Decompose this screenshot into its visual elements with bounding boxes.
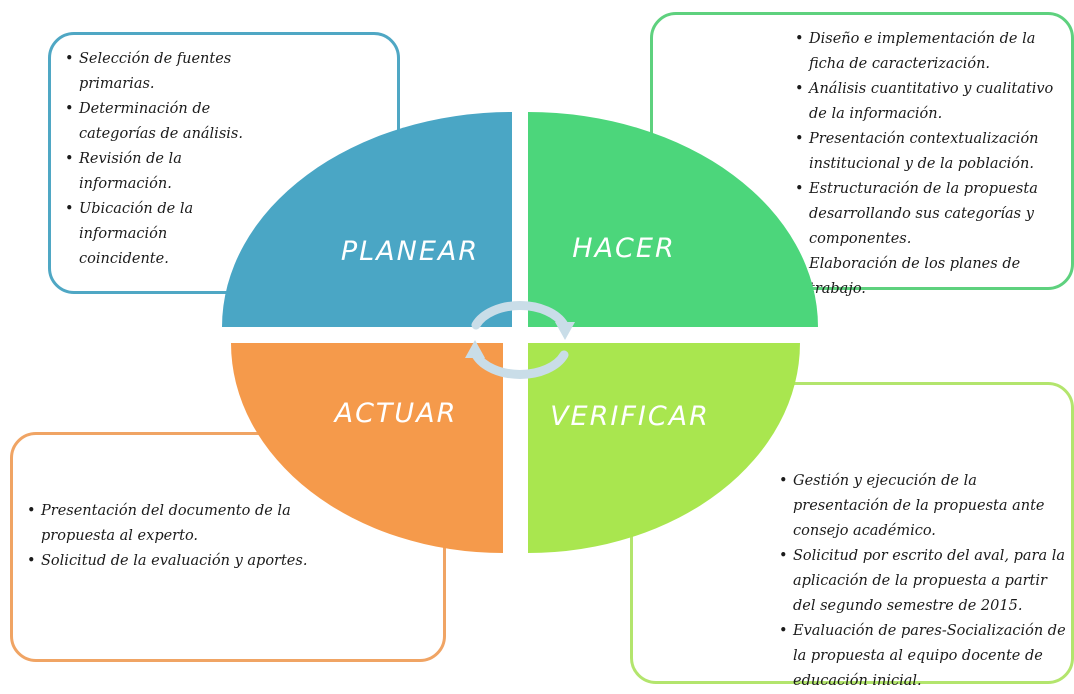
planear-note-item: Selección de fuentes primarias. [63,47,243,97]
planear-label: PLANEAR [341,236,479,267]
planear-notes-list: Selección de fuentes primarias. Determin… [63,47,243,272]
actuar-label: ACTUAR [333,398,458,429]
hacer-note-item: Estructuración de la propuesta desarroll… [793,177,1069,252]
hacer-note-item: Diseño e implementación de la ficha de c… [793,27,1069,77]
cycle-arrow-top [471,301,569,330]
cycle-arrowhead-top [555,322,575,340]
cycle-arrowhead-bottom [465,340,485,358]
planear-note-item: Ubicación de la información coincidente. [63,197,243,272]
actuar-notes-list: Presentación del documento de la propues… [25,499,315,574]
verificar-notes-box: Gestión y ejecución de la presentación d… [630,382,1074,689]
hacer-label: HACER [572,233,675,264]
verificar-label: VERIFICAR [550,401,710,432]
planear-note-item: Determinación de categorías de análisis. [63,97,243,147]
actuar-notes-box: Presentación del documento de la propues… [10,432,446,662]
verificar-note-item: Gestión y ejecución de la presentación d… [777,469,1067,544]
hacer-quadrant [528,112,818,327]
hacer-note-item: Elaboración de los planes de trabajo. [793,252,1069,302]
planear-quadrant [222,112,512,327]
hacer-note-item: Presentación contextualización instituci… [793,127,1069,177]
planear-note-item: Revisión de la información. [63,147,243,197]
actuar-quadrant [231,343,503,553]
hacer-note-item: Análisis cuantitativo y cualitativo de l… [793,77,1069,127]
cycle-arrow-bottom [471,350,569,379]
actuar-note-item: Presentación del documento de la propues… [25,499,315,549]
verificar-notes-list: Gestión y ejecución de la presentación d… [777,469,1067,694]
verificar-note-item: Evaluación de pares-Socialización de la … [777,619,1067,694]
verificar-note-item: Solicitud por escrito del aval, para la … [777,544,1067,619]
hacer-notes-list: Diseño e implementación de la ficha de c… [793,27,1069,302]
verificar-quadrant [528,343,800,553]
cycle-arrows-icon [465,301,575,379]
actuar-note-item: Solicitud de la evaluación y aportes. [25,549,315,574]
